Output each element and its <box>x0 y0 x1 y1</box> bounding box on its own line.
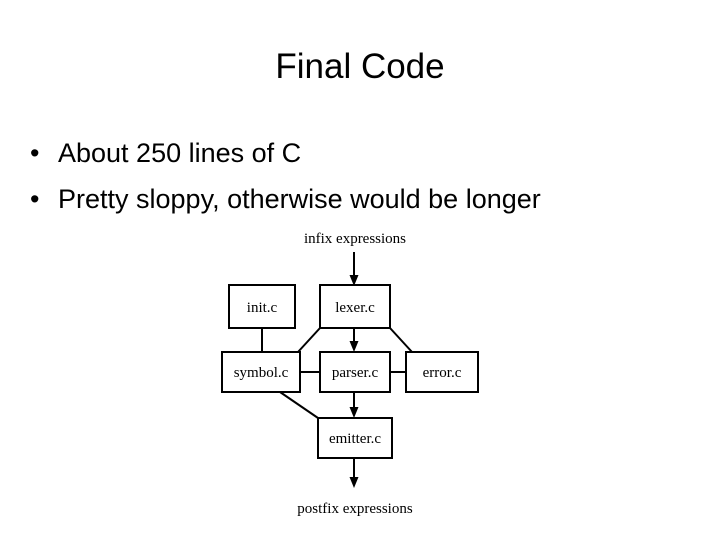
edge-symbol-to-emitter <box>279 391 319 419</box>
node-label-parser: parser.c <box>332 365 379 381</box>
module-dependency-diagram: infix expressions init.c lexer.c <box>200 225 520 525</box>
node-label-symbol: symbol.c <box>234 365 289 381</box>
edge-parser-to-emitter <box>349 392 359 418</box>
list-item: • About 250 lines of C <box>30 130 690 176</box>
node-symbol: symbol.c <box>221 351 301 393</box>
node-label-init: init.c <box>247 300 278 316</box>
bullet-point-icon: • <box>30 184 40 214</box>
edge-lexer-to-symbol <box>297 327 321 353</box>
node-label-error: error.c <box>423 365 462 381</box>
diagram-input-label: infix expressions <box>304 231 406 247</box>
node-label-lexer: lexer.c <box>335 300 375 316</box>
edge-emitter-to-output <box>349 458 359 488</box>
page-title: Final Code <box>275 47 445 86</box>
edge-input-to-lexer <box>349 252 359 286</box>
bullet-list: • About 250 lines of C • Pretty sloppy, … <box>30 130 690 222</box>
diagram-output-label: postfix expressions <box>297 501 413 517</box>
node-lexer: lexer.c <box>319 284 391 329</box>
bullet-text: Pretty sloppy, otherwise would be longer <box>58 184 541 214</box>
edge-lexer-to-parser <box>349 328 359 352</box>
bullet-point-icon: • <box>30 138 40 168</box>
node-emitter: emitter.c <box>317 417 393 459</box>
node-label-emitter: emitter.c <box>329 431 381 447</box>
node-parser: parser.c <box>319 351 391 393</box>
node-init: init.c <box>228 284 296 329</box>
list-item: • Pretty sloppy, otherwise would be long… <box>30 176 690 222</box>
bullet-text: About 250 lines of C <box>58 138 302 168</box>
edge-lexer-to-error <box>389 327 413 353</box>
node-error: error.c <box>405 351 479 393</box>
